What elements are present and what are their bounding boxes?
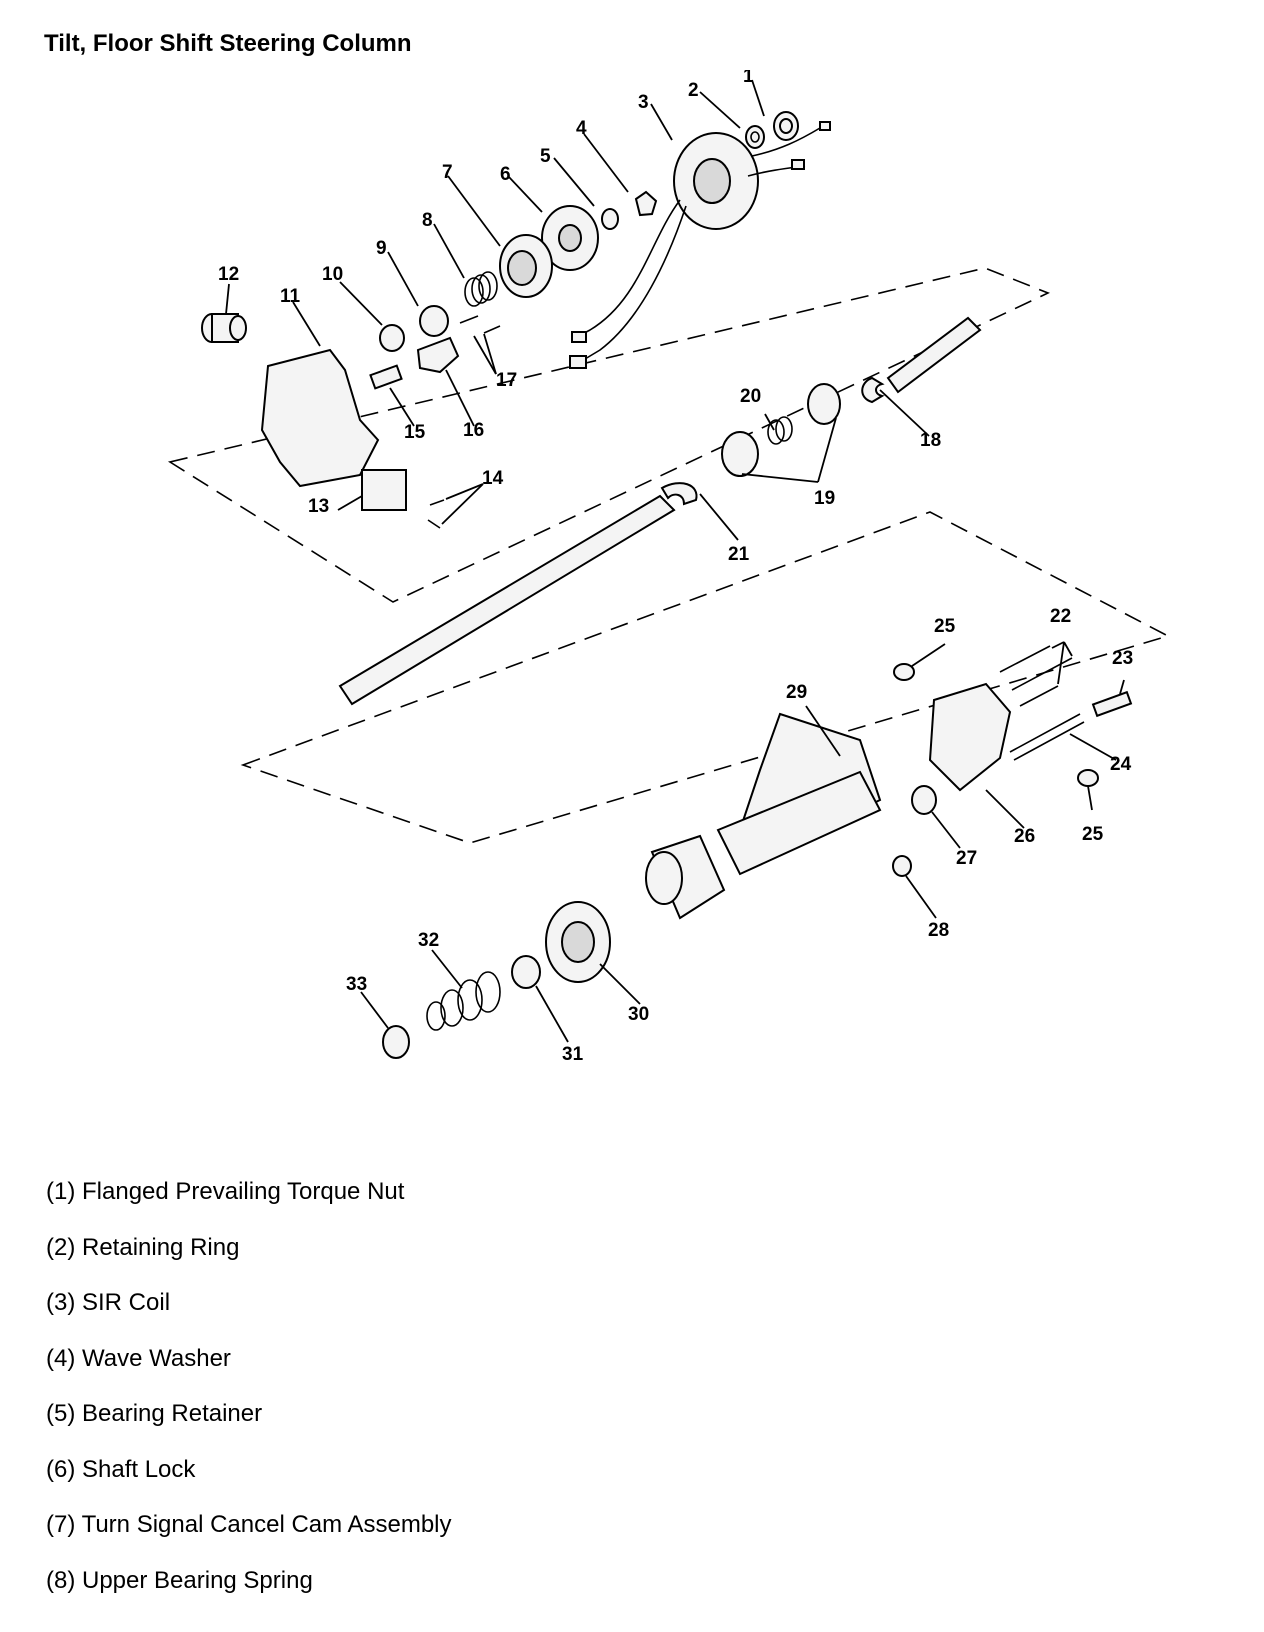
part-30-bowl	[545, 834, 726, 983]
exploded-view-diagram: 1 2 3 4 5 6 7 8 9 10 11 12 13 14 15 16 1…	[167, 70, 1171, 1065]
part-32-spring	[426, 971, 501, 1031]
callout-7: 7	[442, 162, 453, 183]
part-21-lower-shaft	[338, 482, 698, 706]
callout-3: 3	[638, 92, 649, 113]
legend-item: (7) Turn Signal Cancel Cam Assembly	[46, 1511, 452, 1538]
callout-19: 19	[814, 488, 835, 509]
legend-item: (2) Retaining Ring	[46, 1233, 240, 1261]
callout-24: 24	[1110, 754, 1132, 775]
part-15	[369, 364, 403, 390]
callout-22: 22	[1050, 606, 1071, 627]
callout-25-top: 25	[934, 616, 956, 637]
part-20-spring	[767, 416, 793, 445]
parts-legend: (1) Flanged Prevailing Torque Nut (2) Re…	[46, 1177, 452, 1621]
callout-1: 1	[743, 70, 754, 87]
sir-coil-part	[569, 121, 831, 369]
lower-assembly-boundary	[240, 511, 1171, 844]
callout-28: 28	[928, 920, 949, 941]
part-11-housing	[260, 348, 380, 488]
legend-item: (1) Flanged Prevailing Torque Nut	[46, 1178, 405, 1205]
shaft-lock-part	[541, 205, 599, 271]
legend-item: (8) Upper Bearing Spring	[46, 1566, 313, 1594]
callout-2: 2	[688, 80, 699, 101]
callout-14: 14	[482, 468, 504, 489]
part-31	[511, 955, 541, 989]
part-12-lock-cylinder	[201, 313, 247, 343]
legend-item: (4) Wave Washer	[46, 1344, 231, 1372]
callout-12: 12	[218, 264, 239, 285]
callout-32: 32	[418, 930, 439, 951]
legend-item: (5) Bearing Retainer	[46, 1400, 263, 1427]
callout-16: 16	[463, 420, 484, 441]
bearing-retainer-part	[601, 208, 619, 230]
callout-6: 6	[500, 164, 511, 185]
part-22-bolts	[999, 645, 1073, 707]
callout-26: 26	[1014, 826, 1035, 847]
part-9	[419, 305, 449, 337]
part-16-bracket	[416, 336, 460, 374]
upper-assembly-boundary	[167, 267, 1051, 603]
callout-29: 29	[786, 682, 807, 703]
part-23-pin	[1091, 690, 1133, 718]
part-13-switch	[361, 469, 407, 511]
retaining-ring-part	[745, 125, 765, 149]
callout-21: 21	[728, 544, 750, 565]
part-26-housing	[928, 682, 1012, 792]
part-29-column-jacket	[716, 712, 882, 876]
part-18-upper-shaft	[861, 316, 982, 404]
callout-11: 11	[280, 286, 301, 307]
callout-10: 10	[322, 264, 343, 285]
callout-20: 20	[740, 386, 761, 407]
legend-item: (3) SIR Coil	[46, 1289, 171, 1316]
callout-27: 27	[956, 848, 977, 869]
legend-item: (6) Shaft Lock	[46, 1455, 196, 1483]
callout-33: 33	[346, 974, 367, 995]
callout-30: 30	[628, 1004, 649, 1025]
wave-washer-part	[634, 190, 658, 217]
flanged-nut-part	[773, 111, 799, 141]
cancel-cam-part	[499, 234, 553, 298]
part-19	[721, 383, 841, 477]
callout-23: 23	[1112, 648, 1133, 669]
part-17-screws	[459, 315, 501, 334]
callout-15: 15	[404, 422, 426, 443]
callout-5: 5	[540, 146, 551, 167]
part-14-screws	[427, 499, 445, 529]
callout-17: 17	[496, 370, 517, 391]
part-24-spring	[1009, 713, 1085, 761]
leader-lines	[225, 79, 1125, 1043]
part-10	[379, 324, 405, 352]
callout-18: 18	[920, 430, 941, 451]
callout-25-bottom: 25	[1082, 824, 1104, 845]
upper-bearing-spring-part	[464, 271, 498, 307]
callout-9: 9	[376, 238, 387, 259]
callout-13: 13	[308, 496, 329, 517]
part-33	[382, 1025, 410, 1059]
part-27	[911, 785, 937, 815]
callout-4: 4	[576, 118, 587, 139]
part-25-cap-top	[893, 663, 915, 681]
part-28	[892, 855, 912, 877]
callout-31: 31	[562, 1044, 584, 1065]
part-25-cap-bottom	[1077, 769, 1099, 787]
callout-8: 8	[422, 210, 433, 231]
diagram-title: Tilt, Floor Shift Steering Column	[44, 30, 412, 57]
